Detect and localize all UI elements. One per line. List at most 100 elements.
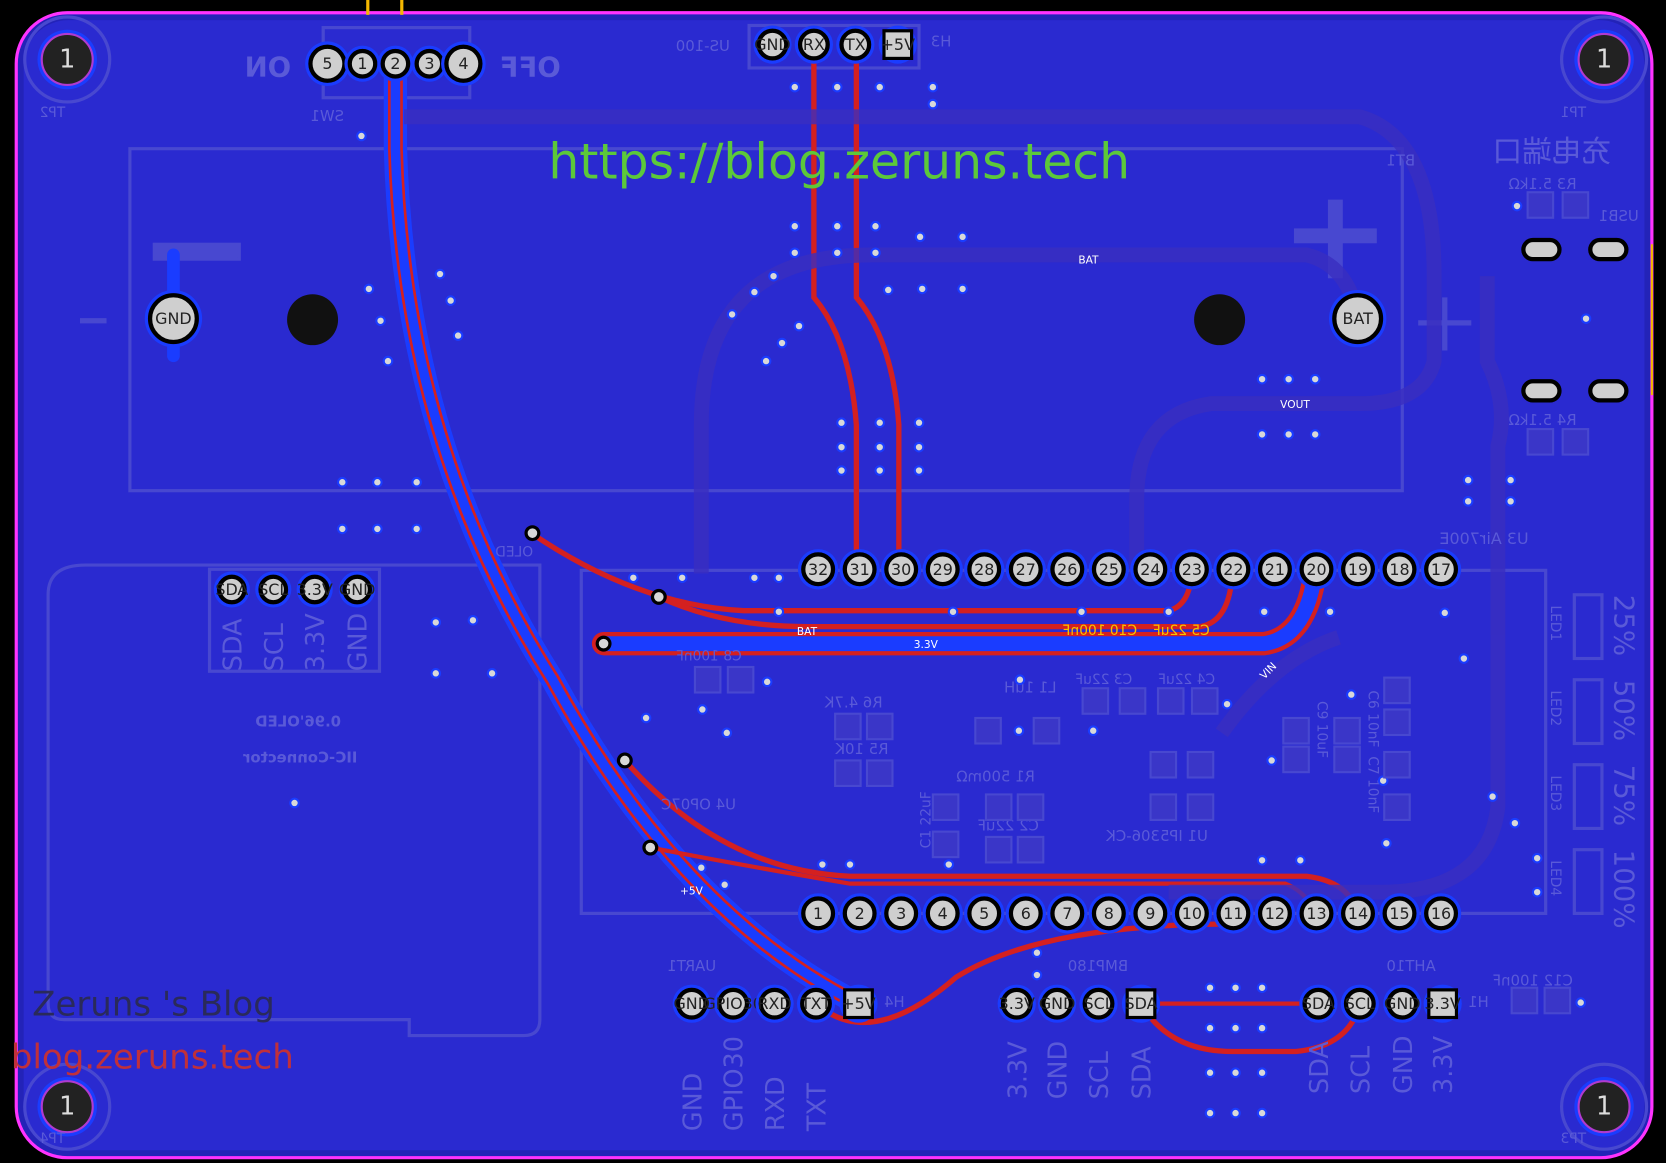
module-top-pin[interactable]: 18: [1379, 549, 1420, 590]
module-top-pin[interactable]: 22: [1213, 549, 1254, 590]
aht10-pin[interactable]: 3.3V: [1423, 984, 1462, 1023]
via: [676, 572, 688, 584]
bmp180-pin[interactable]: SDA: [1121, 984, 1161, 1023]
uart-pin[interactable]: RXD: [755, 984, 794, 1023]
module-top-pin[interactable]: 28: [964, 549, 1005, 590]
module-bottom-pin[interactable]: 14: [1337, 893, 1379, 934]
us100-pin[interactable]: TX: [836, 25, 875, 64]
module-bottom-pin[interactable]: 9: [1130, 893, 1171, 934]
switch-pin[interactable]: 5: [305, 41, 350, 87]
module-top-pin[interactable]: 32: [797, 549, 839, 590]
uart-pin[interactable]: GND: [672, 984, 711, 1023]
pad-label: 20: [1306, 560, 1326, 579]
oled-pin[interactable]: 3.3V: [297, 571, 333, 608]
module-top-pin[interactable]: 20: [1296, 549, 1337, 590]
module-bottom-pin[interactable]: 12: [1254, 893, 1296, 934]
module-bottom-pin[interactable]: 10: [1171, 893, 1213, 934]
oled-pin[interactable]: SCL: [255, 571, 292, 608]
pad-round: [925, 552, 960, 587]
uart-pin[interactable]: TXT: [796, 984, 836, 1023]
switch-pin[interactable]: 2: [377, 45, 414, 82]
via: [1487, 791, 1498, 802]
module-top-pin[interactable]: 25: [1088, 549, 1130, 590]
test-point-number: 1: [1596, 1092, 1612, 1122]
via: [1256, 982, 1268, 994]
via: [1204, 982, 1216, 994]
bmp180-pin[interactable]: SCL: [1079, 984, 1118, 1023]
l1-label: L1 1uH: [1004, 678, 1057, 696]
via: [1283, 429, 1294, 440]
module-bottom-pin[interactable]: 1: [797, 893, 839, 934]
us100-pin[interactable]: RX: [794, 25, 833, 64]
module-top-pin[interactable]: 31: [839, 549, 880, 590]
pad-round: [1424, 896, 1459, 931]
pad-label: SCL: [258, 580, 288, 599]
module-top-pin[interactable]: 17: [1420, 549, 1462, 590]
pin-silk-label: GND: [1389, 1036, 1419, 1094]
module-bottom-pin[interactable]: 11: [1213, 893, 1254, 934]
battery-positive-pad[interactable]: BAT: [1329, 289, 1387, 348]
module-bottom-pin[interactable]: 7: [1047, 893, 1088, 934]
oled-pin[interactable]: GND: [339, 571, 376, 608]
pad-round: [1133, 552, 1168, 587]
module-top-pin[interactable]: 24: [1130, 549, 1171, 590]
c2-label: C2 22uF: [977, 817, 1038, 835]
usb-shell-pad: [1521, 379, 1562, 403]
smd-pad: [1543, 986, 1572, 1015]
pad-round: [1216, 552, 1251, 587]
via: [914, 231, 926, 243]
bmp180-pin[interactable]: 3.3V: [997, 984, 1036, 1023]
switch-pin[interactable]: 1: [344, 45, 381, 82]
via: [1439, 607, 1451, 619]
module-bottom-pin[interactable]: 15: [1379, 893, 1420, 934]
via: [789, 220, 801, 232]
switch-pin[interactable]: 4: [441, 41, 486, 87]
pad-label: 15: [1389, 904, 1409, 923]
module-bottom-pin[interactable]: 4: [922, 893, 963, 934]
via: [1230, 1107, 1241, 1119]
aht10-pin[interactable]: SCL: [1340, 984, 1379, 1023]
aht10-pin[interactable]: SDA: [1299, 984, 1338, 1023]
module-bottom-pin[interactable]: 5: [964, 893, 1005, 934]
battery-negative-pad[interactable]: GND: [144, 289, 203, 348]
module-top-pin[interactable]: 26: [1047, 549, 1088, 590]
via: [486, 668, 498, 679]
aht10-pin[interactable]: GND: [1383, 984, 1422, 1023]
module-bottom-pin[interactable]: 13: [1296, 893, 1337, 934]
uart-pin[interactable]: +5V: [839, 984, 878, 1023]
ground-pour: [23, 20, 1645, 1151]
module-bottom-pin[interactable]: 6: [1005, 893, 1046, 934]
via: [1295, 854, 1306, 866]
via: [1230, 1022, 1241, 1034]
module-top-pin[interactable]: 30: [881, 549, 922, 590]
module-top-pin[interactable]: 27: [1005, 549, 1046, 590]
module-bottom-pin[interactable]: 8: [1088, 893, 1130, 934]
module-bottom-pin[interactable]: 16: [1420, 893, 1462, 934]
us100-pin[interactable]: +5V: [878, 25, 917, 64]
us100-pin[interactable]: GND: [753, 25, 792, 64]
via: [1381, 837, 1392, 849]
module-bottom-pin[interactable]: 2: [839, 893, 880, 934]
module-top-pin[interactable]: 19: [1337, 549, 1379, 590]
pad-label: 28: [974, 560, 994, 579]
oled-pin[interactable]: SDA: [213, 571, 250, 608]
via: [1309, 373, 1321, 385]
c6-label: C6 10nF: [1364, 690, 1380, 747]
via: [467, 614, 479, 626]
via: [760, 355, 772, 367]
module-top-pin[interactable]: 23: [1171, 549, 1213, 590]
c5-label: C5 22uF: [1153, 623, 1210, 639]
module-top-pin[interactable]: 21: [1254, 549, 1296, 590]
pad-round: [216, 574, 247, 605]
via: [1256, 429, 1268, 440]
bmp180-pin[interactable]: GND: [1037, 984, 1077, 1023]
uart-pin[interactable]: GPIO30: [703, 984, 763, 1023]
module-top-pin[interactable]: 29: [922, 549, 963, 590]
module-bottom-pin[interactable]: 3: [881, 893, 922, 934]
